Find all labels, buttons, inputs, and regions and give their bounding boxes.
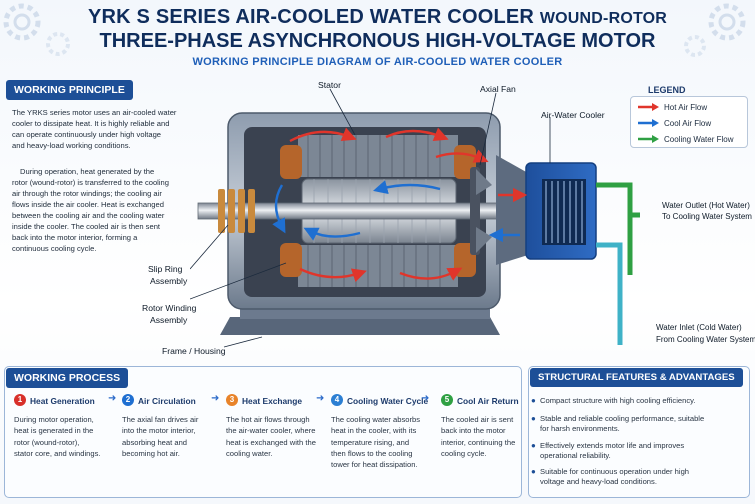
step-number: 1	[14, 394, 26, 406]
label-line: From Cooling Water System	[656, 335, 755, 344]
step-line: During motor operation,	[14, 415, 94, 424]
working-principle-heading: WORKING PRINCIPLE	[6, 80, 133, 100]
wp-line: and heavy-load working conditions.	[12, 141, 131, 150]
feature-line: operational reliability.	[540, 451, 611, 461]
step-line: cooling cycle.	[441, 448, 487, 458]
page-subtitle: WORKING PRINCIPLE DIAGRAM OF AIR-COOLED …	[192, 56, 563, 68]
step-title: Cooling Water Cycle	[347, 396, 429, 406]
motor-cutaway-diagram	[190, 88, 640, 348]
label-line: Assembly	[150, 315, 188, 325]
label-line: Rotor Winding	[142, 303, 197, 313]
step-line: interior, continuing the	[441, 437, 516, 447]
wp-line: back into the motor interior, forming a	[12, 233, 138, 242]
legend-arrows	[638, 103, 659, 143]
label-axial-fan: Axial Fan	[480, 84, 516, 94]
step-text: The hot air flows through the air-water …	[226, 414, 336, 459]
legend-cool-air: Cool Air Flow	[664, 119, 712, 128]
step-text: The cooling water absorbs heat in the co…	[331, 414, 431, 469]
label-line: To Cooling Water System	[662, 212, 752, 221]
step-line: the air-water cooler, where	[226, 426, 316, 436]
step-number: 3	[226, 394, 238, 406]
wp-line: rotor (wound-rotor) is transferred to th…	[12, 178, 170, 187]
working-process-heading: WORKING PROCESS	[6, 368, 129, 388]
step-line: becoming hot air.	[122, 448, 180, 458]
feature-line: Suitable for continuous operation under …	[540, 467, 690, 476]
label-line: Water Inlet (Cold Water)	[656, 323, 742, 332]
title-main: YRK S SERIES AIR-COOLED WATER COOLER	[87, 6, 535, 28]
legend-hot-air: Hot Air Flow	[664, 103, 708, 112]
step-number: 4	[331, 394, 343, 406]
wp-line: between the cooling air and the cooling …	[12, 211, 165, 220]
feature-item: ● Effectively extends motor life and imp…	[531, 441, 745, 462]
arrow-right-icon: ➜	[421, 393, 430, 404]
step-title: Cool Air Return	[457, 396, 519, 406]
step-title: Heat Generation	[30, 396, 95, 406]
label-line: Assembly	[150, 276, 188, 286]
bullet-icon: ●	[531, 396, 536, 405]
step-line: then flows to the cooling	[331, 448, 413, 458]
step-line: back into the motor	[441, 426, 506, 436]
feature-line: Effectively extends motor life and impro…	[540, 441, 685, 450]
step-text: During motor operation, heat is generate…	[14, 414, 119, 459]
step-text: The axial fan drives air into the motor …	[122, 414, 222, 459]
feature-item: ● Stable and reliable cooling performanc…	[531, 414, 745, 435]
arrow-right-icon: ➜	[316, 393, 325, 404]
bullet-icon: ●	[531, 441, 536, 450]
step-number: 5	[441, 394, 453, 406]
features-panel	[528, 366, 750, 498]
label-frame-housing: Frame / Housing	[162, 346, 226, 356]
step-line: into the motor interior,	[122, 426, 196, 436]
gear-decoration-left	[3, 3, 70, 56]
feature-item: ● Suitable for continuous operation unde…	[531, 467, 745, 488]
step-title: Air Circulation	[138, 396, 196, 406]
step-line: heat in the cooler, with its	[331, 426, 417, 436]
label-air-water-cooler: Air-Water Cooler	[541, 110, 605, 120]
feature-line: Compact structure with high cooling effi…	[540, 396, 696, 405]
step-number: 2	[122, 394, 134, 406]
wp-line: can operate continuously under high volt…	[12, 130, 162, 139]
wp-line: During operation, heat generated by the	[20, 167, 155, 176]
step-line: cooling water.	[226, 448, 273, 458]
feature-item: ● Compact structure with high cooling ef…	[531, 396, 745, 406]
step-line: The axial fan drives air	[122, 415, 199, 424]
step-line: heat is generated in the	[14, 426, 94, 436]
feature-line: Stable and reliable cooling performance,…	[540, 414, 705, 423]
wp-line: flows inside the air cooler. Heat is exc…	[12, 200, 164, 209]
step-line: The hot air flows through	[226, 415, 310, 424]
step-line: stator core, and windings.	[14, 448, 101, 458]
features-heading: STRUCTURAL FEATURES & ADVANTAGES	[530, 368, 743, 387]
wp-line: The YRKS series motor uses an air-cooled…	[12, 108, 177, 117]
step-line: heat is exchanged with the	[226, 437, 316, 447]
bullet-icon: ●	[531, 414, 536, 423]
legend-cooling-water: Cooling Water Flow	[664, 135, 734, 144]
title-small: WOUND-ROTOR	[539, 10, 668, 27]
feature-line: for harsh environments.	[540, 424, 620, 434]
page-title-line2: THREE-PHASE ASYNCHRONOUS HIGH-VOLTAGE MO…	[99, 30, 656, 52]
label-line: Slip Ring	[148, 264, 183, 274]
step-line: tower for heat dissipation.	[331, 460, 418, 469]
step-line: The cooling water absorbs	[331, 415, 421, 424]
arrow-right-icon: ➜	[108, 393, 117, 404]
legend-title: LEGEND	[648, 85, 686, 95]
step-line: The cooled air is sent	[441, 415, 514, 424]
bullet-icon: ●	[531, 467, 536, 476]
feature-line: voltage and heavy-load conditions.	[540, 477, 657, 487]
step-title: Heat Exchange	[242, 396, 303, 406]
wp-line: cooler to dissipate heat. It is highly r…	[12, 119, 170, 128]
step-line: absorbing heat and	[122, 437, 188, 447]
wp-line: inside the cooler. The cooled air is the…	[12, 222, 161, 231]
page-title-line1: YRK S SERIES AIR-COOLED WATER COOLER WOU…	[0, 6, 755, 29]
gear-decoration-right	[684, 3, 746, 57]
wp-line: air through the rotor windings; the cool…	[12, 189, 162, 198]
step-line: rotor (wound-rotor),	[14, 437, 80, 447]
step-line: temperature rising, and	[331, 437, 410, 447]
working-process-panel	[4, 366, 522, 498]
label-stator: Stator	[318, 80, 341, 90]
arrow-right-icon: ➜	[211, 393, 220, 404]
label-line: Water Outlet (Hot Water)	[662, 201, 750, 210]
wp-line: continuous cooling cycle.	[12, 244, 97, 253]
step-text: The cooled air is sent back into the mot…	[441, 414, 519, 459]
